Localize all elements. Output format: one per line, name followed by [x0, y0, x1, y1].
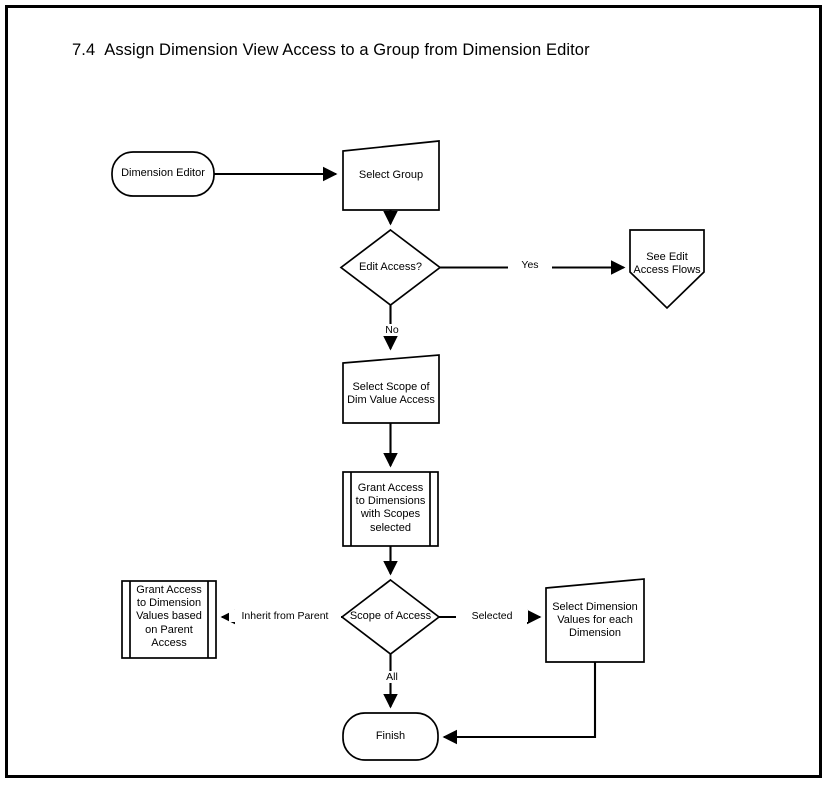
node-see-edit-access-flows[interactable] — [629, 229, 705, 310]
edge-label-inherit-from-parent: Inherit from Parent — [229, 610, 341, 622]
node-edit-access[interactable] — [339, 228, 442, 307]
node-select-dimension-values[interactable] — [545, 578, 645, 663]
node-finish[interactable] — [342, 712, 439, 761]
node-scope-of-access[interactable] — [340, 578, 441, 656]
edge-label-no: No — [372, 324, 412, 336]
page-title-number: 7.4 — [72, 41, 96, 59]
page-title: 7.4 Assign Dimension View Access to a Gro… — [72, 41, 590, 60]
node-select-scope[interactable] — [342, 354, 440, 424]
page-title-text: Assign Dimension View Access to a Group … — [104, 41, 590, 59]
edge-label-yes: Yes — [508, 259, 552, 271]
edge-select-dimension-values-to-finish — [442, 662, 597, 745]
edge-label-selected: Selected — [456, 610, 528, 622]
node-dimension-editor[interactable] — [111, 151, 215, 197]
node-grant-access-parent[interactable] — [121, 580, 217, 659]
edge-label-all: All — [374, 671, 410, 683]
node-select-group[interactable] — [342, 140, 440, 211]
node-grant-access-dimensions[interactable] — [342, 471, 439, 547]
